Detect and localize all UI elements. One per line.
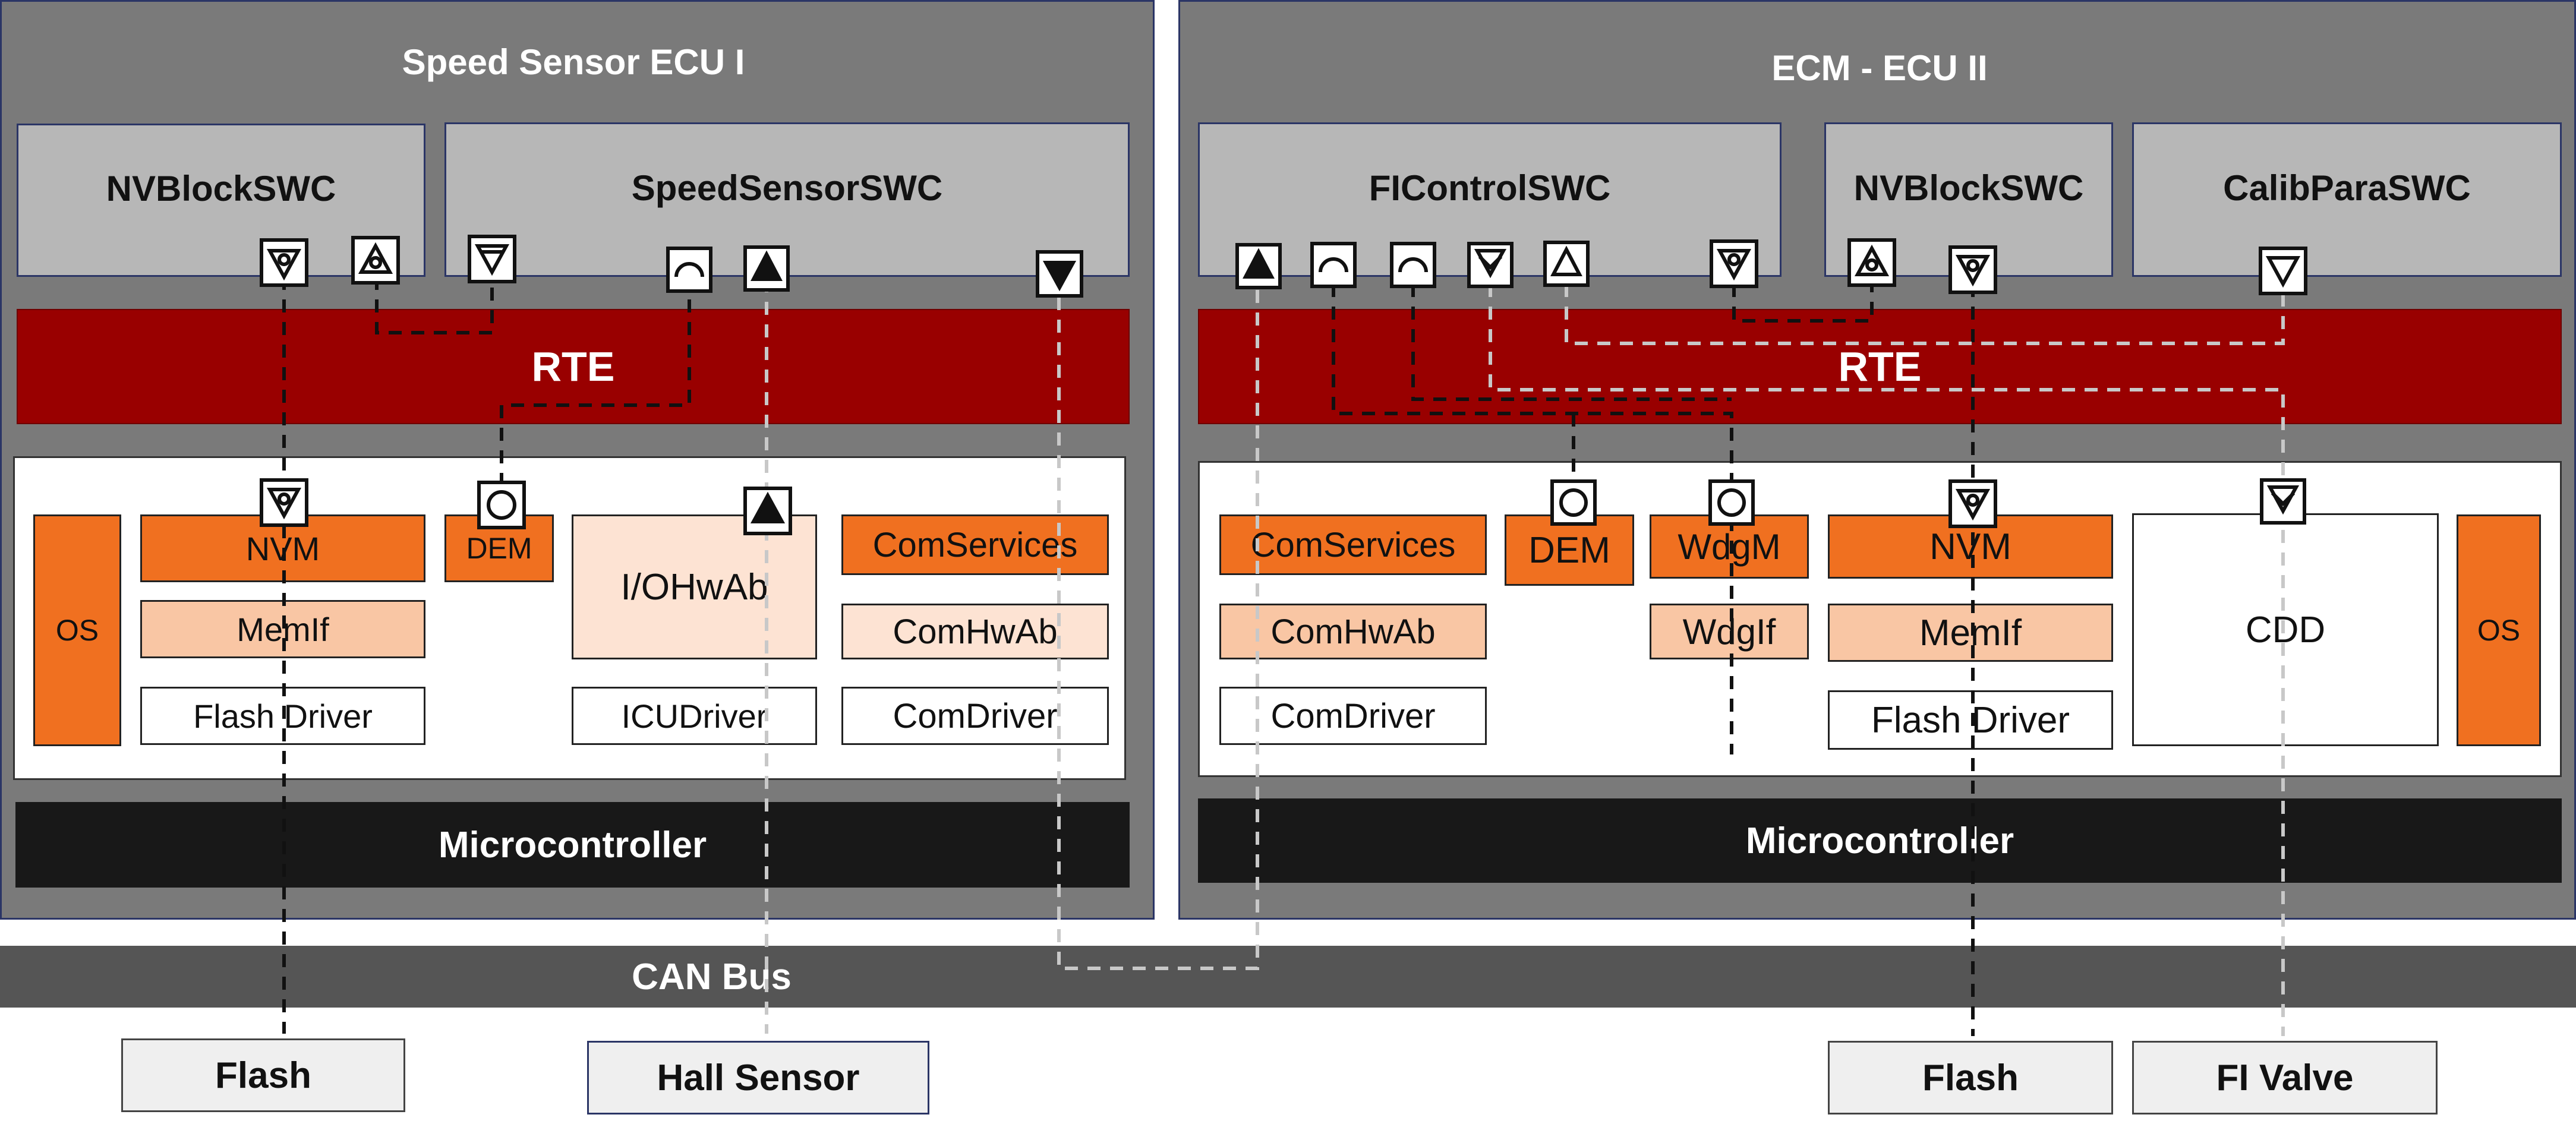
- connector-line: [1057, 284, 1259, 970]
- hardware-fi-valve: FI Valve: [2132, 1041, 2438, 1114]
- module-dem: DEM: [1505, 514, 1634, 586]
- module-cdd: CDD: [2132, 513, 2439, 746]
- hardware-flash: Flash: [121, 1038, 405, 1112]
- port-icon: [1310, 242, 1357, 288]
- connector-line: [1732, 283, 1874, 323]
- port-icon: [2260, 478, 2306, 525]
- port-icon: [1543, 241, 1590, 287]
- rte: RTE: [17, 309, 1130, 424]
- port-icon: [477, 481, 526, 529]
- port-icon: [1710, 239, 1758, 288]
- module-flash-driver: Flash Driver: [1828, 690, 2113, 750]
- module-comservices: ComServices: [1219, 514, 1487, 575]
- microcontroller: Microcontroller: [1198, 798, 2562, 883]
- connector-line: [500, 277, 691, 482]
- module-iohwab: I/OHwAb: [572, 514, 817, 659]
- port-icon: [1550, 479, 1597, 526]
- connector-line: [1489, 284, 2285, 1036]
- port-icon: [743, 245, 790, 292]
- module-os: OS: [33, 514, 121, 746]
- port-icon: [1036, 250, 1083, 298]
- port-icon: [1467, 242, 1514, 288]
- module-wdgif: WdgIf: [1650, 604, 1809, 659]
- port-icon: [1948, 245, 1997, 294]
- connector-line: [1332, 284, 1733, 754]
- port-icon: [666, 247, 712, 293]
- hardware-flash: Flash: [1828, 1041, 2113, 1114]
- module-comhwab: ComHwAb: [841, 604, 1109, 659]
- port-icon: [468, 235, 516, 283]
- rte: RTE: [1198, 309, 2562, 424]
- port-icon: [2259, 247, 2307, 295]
- module-comdriver: ComDriver: [1219, 687, 1487, 745]
- module-icudriver: ICUDriver: [572, 687, 817, 745]
- module-memif: MemIf: [1828, 604, 2113, 662]
- port-icon: [1235, 243, 1282, 289]
- port-icon: [351, 236, 400, 285]
- microcontroller: Microcontroller: [15, 802, 1130, 888]
- module-os: OS: [2457, 514, 2541, 746]
- connector-line: [1411, 284, 1732, 401]
- connector-line: [1565, 284, 2285, 345]
- swc-ficontrol: FIControlSWC: [1198, 122, 1782, 277]
- port-icon: [260, 238, 308, 287]
- port-icon: [743, 487, 792, 535]
- port-icon: [260, 478, 308, 527]
- module-comservices: ComServices: [841, 514, 1109, 575]
- ecu-title: ECM - ECU II: [1771, 48, 1988, 88]
- ecu-title: Speed Sensor ECU I: [402, 42, 745, 82]
- hardware-hall-sensor: Hall Sensor: [587, 1041, 929, 1114]
- port-icon: [1390, 242, 1436, 288]
- module-comdriver: ComDriver: [841, 687, 1109, 745]
- swc-calibpara: CalibParaSWC: [2132, 122, 2562, 277]
- port-icon: [1847, 238, 1896, 287]
- module-comhwab: ComHwAb: [1219, 604, 1487, 659]
- port-icon: [1948, 479, 1997, 528]
- port-icon: [1708, 479, 1755, 526]
- connector-line: [375, 277, 494, 334]
